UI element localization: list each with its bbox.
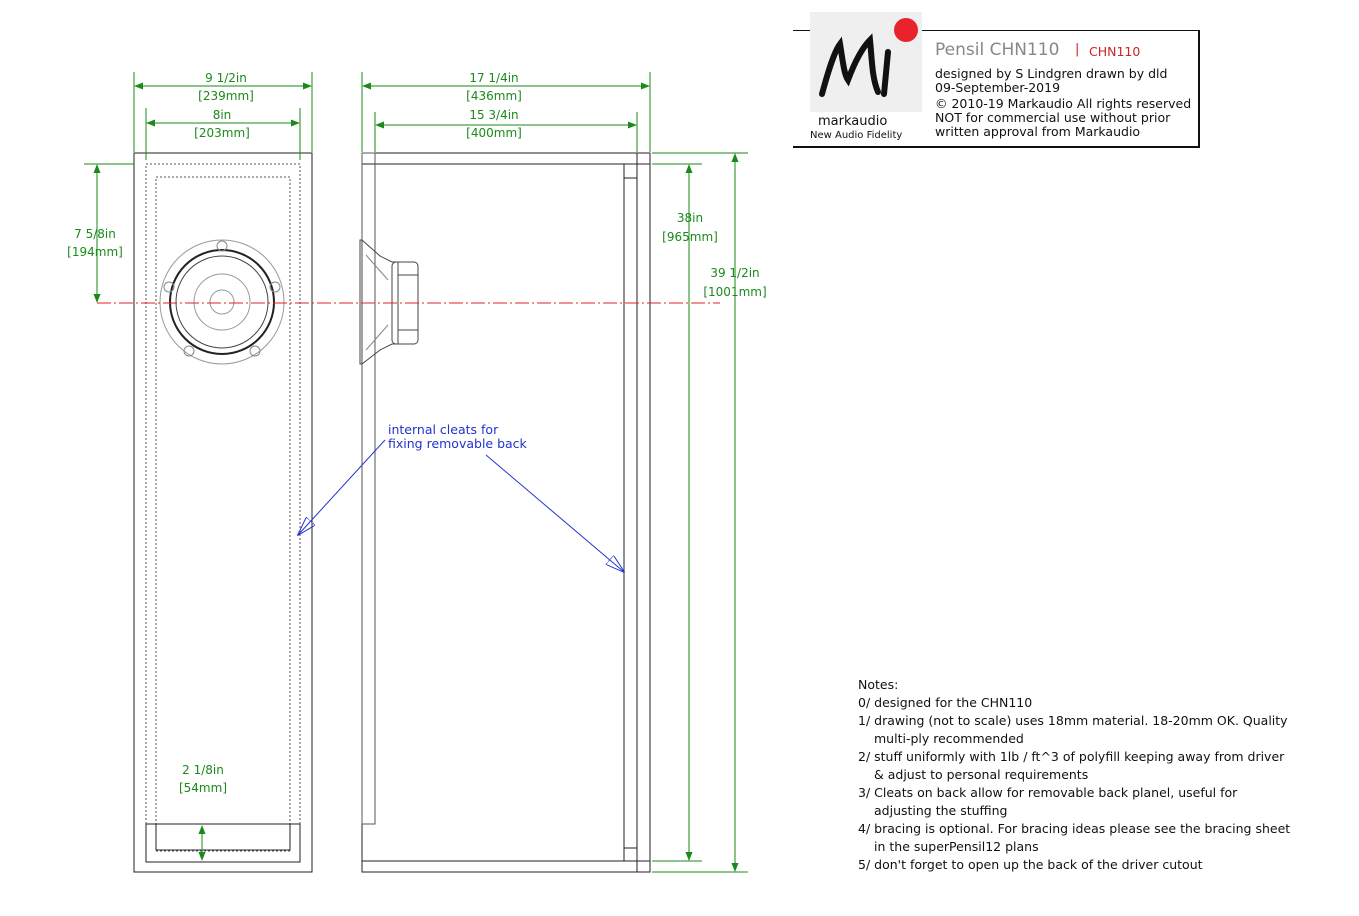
dim-side-outer-mm: [436mm] — [466, 89, 522, 103]
front-view — [133, 152, 313, 873]
note-item: 5/ don't forget to open up the back of t… — [858, 857, 1203, 872]
logo-name: markaudio — [818, 114, 888, 129]
note-item: & adjust to personal requirements — [874, 767, 1089, 782]
cleat-note-line2: fixing removable back — [388, 436, 528, 451]
dim-front-inner-in: 8in — [213, 108, 232, 122]
side-view — [359, 152, 651, 873]
note-item: multi-ply recommended — [874, 731, 1024, 746]
dim-outer-height-mm: [1001mm] — [703, 285, 766, 299]
note-item: 0/ designed for the CHN110 — [858, 695, 1033, 710]
dim-outer-height-in: 39 1/2in — [710, 266, 759, 280]
dim-front-inner-mm: [203mm] — [194, 126, 250, 140]
cleat-arrow-front — [298, 439, 386, 535]
baffle — [361, 152, 376, 825]
front-inner-outline — [145, 163, 301, 863]
dimension-lines — [84, 72, 748, 873]
dim-port-height-in: 2 1/8in — [182, 763, 224, 777]
dim-side-inner-in: 15 3/4in — [469, 108, 518, 122]
note-item: adjusting the stuffing — [874, 803, 1008, 818]
title-block — [793, 30, 1200, 148]
dim-inner-height-in: 38in — [677, 211, 703, 225]
dim-port-height-mm: [54mm] — [179, 781, 227, 795]
driver-front — [159, 239, 285, 365]
dim-driver-height-mm: [194mm] — [67, 245, 123, 259]
date-line: 09-September-2019 — [935, 80, 1061, 95]
dim-driver-height-in: 7 5/8in — [74, 227, 116, 241]
note-item: 3/ Cleats on back allow for removable ba… — [858, 785, 1238, 800]
drawing-title: Pensil CHN110 — [935, 40, 1060, 60]
license-line-2: written approval from Markaudio — [935, 124, 1141, 139]
dim-side-inner-mm: [400mm] — [466, 126, 522, 140]
front-port-inner — [155, 823, 291, 851]
logo-tagline: New Audio Fidelity — [810, 130, 903, 141]
markaudio-logo-icon — [819, 18, 918, 97]
notes-heading: Notes: — [858, 677, 899, 692]
markaudio-logo — [810, 12, 922, 112]
dim-front-outer-in: 9 1/2in — [205, 71, 247, 85]
license-line-1: NOT for commercial use without prior — [935, 110, 1171, 125]
model-code: CHN110 — [1089, 44, 1141, 59]
front-port — [145, 823, 301, 863]
dim-inner-height-mm: [965mm] — [662, 230, 718, 244]
front-outer-panel — [133, 152, 313, 873]
copyright-line: © 2010-19 Markaudio All rights reserved — [935, 96, 1192, 111]
cleat-arrow-side — [485, 454, 624, 572]
driver-side — [359, 239, 419, 365]
note-item: 1/ drawing (not to scale) uses 18mm mate… — [858, 713, 1288, 728]
dim-side-outer-in: 17 1/4in — [469, 71, 518, 85]
note-item: in the superPensil12 plans — [874, 839, 1039, 854]
cleat-note-line1: internal cleats for — [388, 422, 499, 437]
note-item: 2/ stuff uniformly with 1lb / ft^3 of po… — [858, 749, 1285, 764]
note-item: 4/ bracing is optional. For bracing idea… — [858, 821, 1291, 836]
title-separator: | — [1075, 42, 1080, 57]
notes: Notes: 0/ designed for the CHN110 1/ dra… — [858, 676, 1290, 874]
designer-line: designed by S Lindgren drawn by dld — [935, 66, 1168, 81]
dim-front-outer-mm: [239mm] — [198, 89, 254, 103]
back-cleat — [623, 163, 638, 862]
side-outer — [361, 152, 651, 873]
